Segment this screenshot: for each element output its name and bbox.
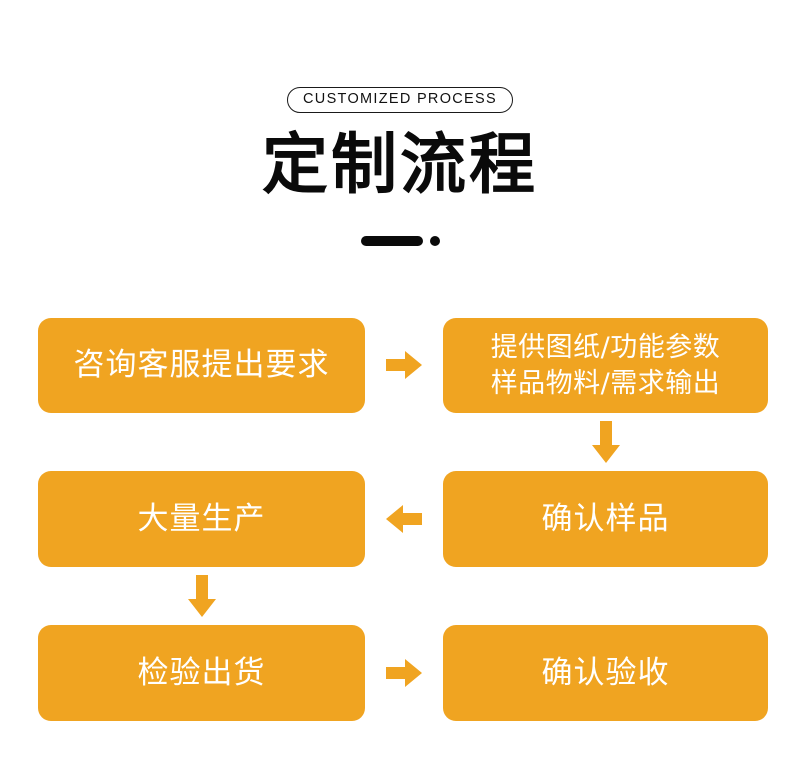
divider-dot-icon — [429, 236, 440, 246]
process-step-5[interactable]: 检验出货 — [38, 625, 365, 721]
connector-4-arrow-down-icon — [186, 575, 218, 617]
title-divider — [0, 236, 800, 246]
process-step-1-label: 咨询客服提出要求 — [73, 347, 330, 383]
eyebrow-badge: CUSTOMIZED PROCESS — [287, 87, 513, 113]
process-step-2-label: 提供图纸/功能参数 样品物料/需求输出 — [490, 331, 721, 399]
divider-bar-icon — [360, 236, 423, 246]
connector-3-arrow-left-icon — [386, 503, 422, 535]
process-step-6[interactable]: 确认验收 — [443, 625, 768, 721]
process-step-3[interactable]: 确认样品 — [443, 471, 768, 567]
process-step-4[interactable]: 大量生产 — [38, 471, 365, 567]
process-step-4-label: 大量生产 — [137, 500, 266, 537]
process-step-1[interactable]: 咨询客服提出要求 — [38, 318, 365, 413]
connector-1-arrow-right-icon — [386, 349, 422, 381]
process-step-6-label: 确认验收 — [541, 654, 670, 691]
eyebrow-wrap: CUSTOMIZED PROCESS — [0, 87, 800, 113]
process-step-5-label: 检验出货 — [137, 654, 266, 691]
process-step-2[interactable]: 提供图纸/功能参数 样品物料/需求输出 — [443, 318, 768, 413]
page-title: 定制流程 — [262, 126, 538, 203]
process-step-3-label: 确认样品 — [541, 500, 670, 537]
connector-5-arrow-right-icon — [386, 657, 422, 689]
connector-2-arrow-down-icon — [590, 421, 622, 463]
